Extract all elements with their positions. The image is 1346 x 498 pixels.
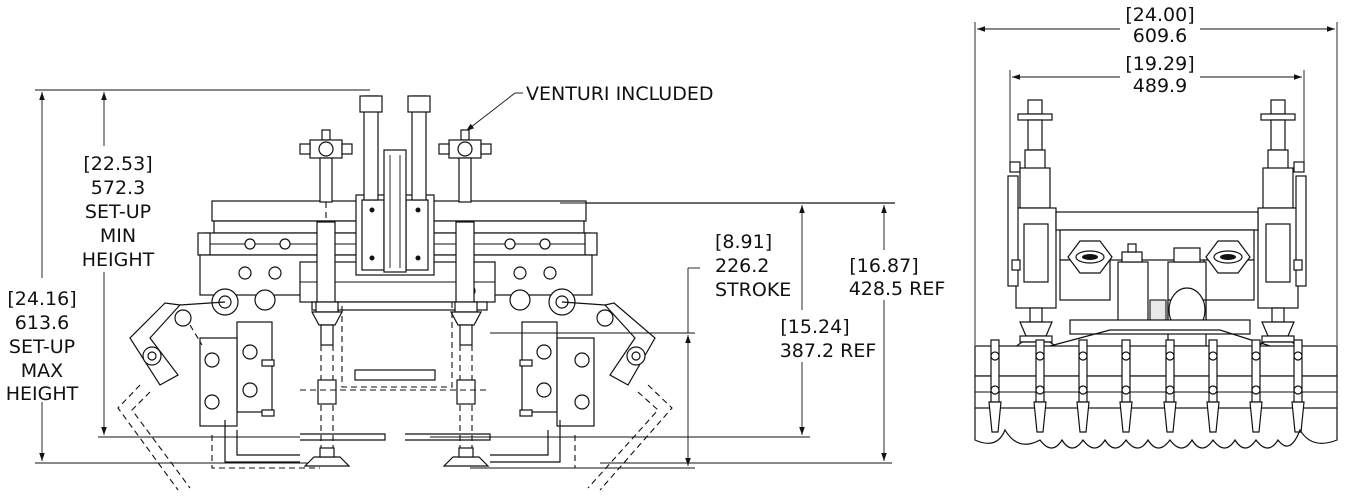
inner-width-mm: 489.9 <box>1133 75 1187 97</box>
stroke-inch: [8.91] <box>715 231 772 253</box>
dim-stroke: [8.91] 226.2 STROKE <box>470 231 791 469</box>
min-height-line1: SET-UP <box>85 201 151 223</box>
overall-width-mm: 609.6 <box>1133 25 1187 47</box>
side-left-tower <box>1007 99 1060 349</box>
dim-overall-width: [24.00] 609.6 <box>974 4 1338 345</box>
max-height-inch: [24.16] <box>7 288 76 310</box>
ref-428-mm: 428.5 REF <box>849 278 946 300</box>
dim-ref-428: [16.87] 428.5 REF <box>600 205 946 464</box>
right-cup-assembly <box>442 301 490 467</box>
stroke-label: STROKE <box>715 279 791 301</box>
dim-min-height: [22.53] 572.3 SET-UP MIN HEIGHT <box>82 92 300 438</box>
left-fitting <box>299 129 353 310</box>
min-height-inch: [22.53] <box>83 153 152 175</box>
right-fitting <box>438 129 492 203</box>
max-height-line3: HEIGHT <box>6 383 79 405</box>
max-height-line1: SET-UP <box>9 336 75 358</box>
venturi-leader: VENTURI INCLUDED <box>465 83 713 132</box>
side-hex-fittings <box>1067 240 1251 274</box>
max-height-mm: 613.6 <box>15 312 69 334</box>
ref-387-inch: [15.24] <box>780 316 849 338</box>
min-height-mm: 572.3 <box>91 177 145 199</box>
dim-ref-387: [15.24] 387.2 REF <box>430 202 877 438</box>
front-view: [24.16] 613.6 SET-UP MAX HEIGHT [22.53] … <box>6 83 946 491</box>
stroke-mm: 226.2 <box>715 255 769 277</box>
side-finger-clamps <box>988 339 1305 433</box>
inner-width-inch: [19.29] <box>1125 53 1194 75</box>
ref-428-inch: [16.87] <box>849 255 918 277</box>
dim-inner-width: [19.29] 489.9 <box>1009 53 1305 170</box>
overall-width-inch: [24.00] <box>1125 4 1194 26</box>
right-swing-arm <box>405 301 673 491</box>
dim-max-height: [24.16] 613.6 SET-UP MAX HEIGHT <box>6 89 370 464</box>
left-swing-arm <box>117 301 386 491</box>
ref-387-mm: 387.2 REF <box>780 340 877 362</box>
venturi-label: VENTURI INCLUDED <box>526 83 713 105</box>
max-height-line2: MAX <box>21 360 63 382</box>
left-cup-assembly <box>303 301 351 467</box>
side-view: [24.00] 609.6 [19.29] 489.9 <box>974 4 1338 449</box>
min-height-line3: HEIGHT <box>82 249 155 271</box>
side-right-tower <box>1254 99 1307 349</box>
min-height-line2: MIN <box>100 225 136 247</box>
